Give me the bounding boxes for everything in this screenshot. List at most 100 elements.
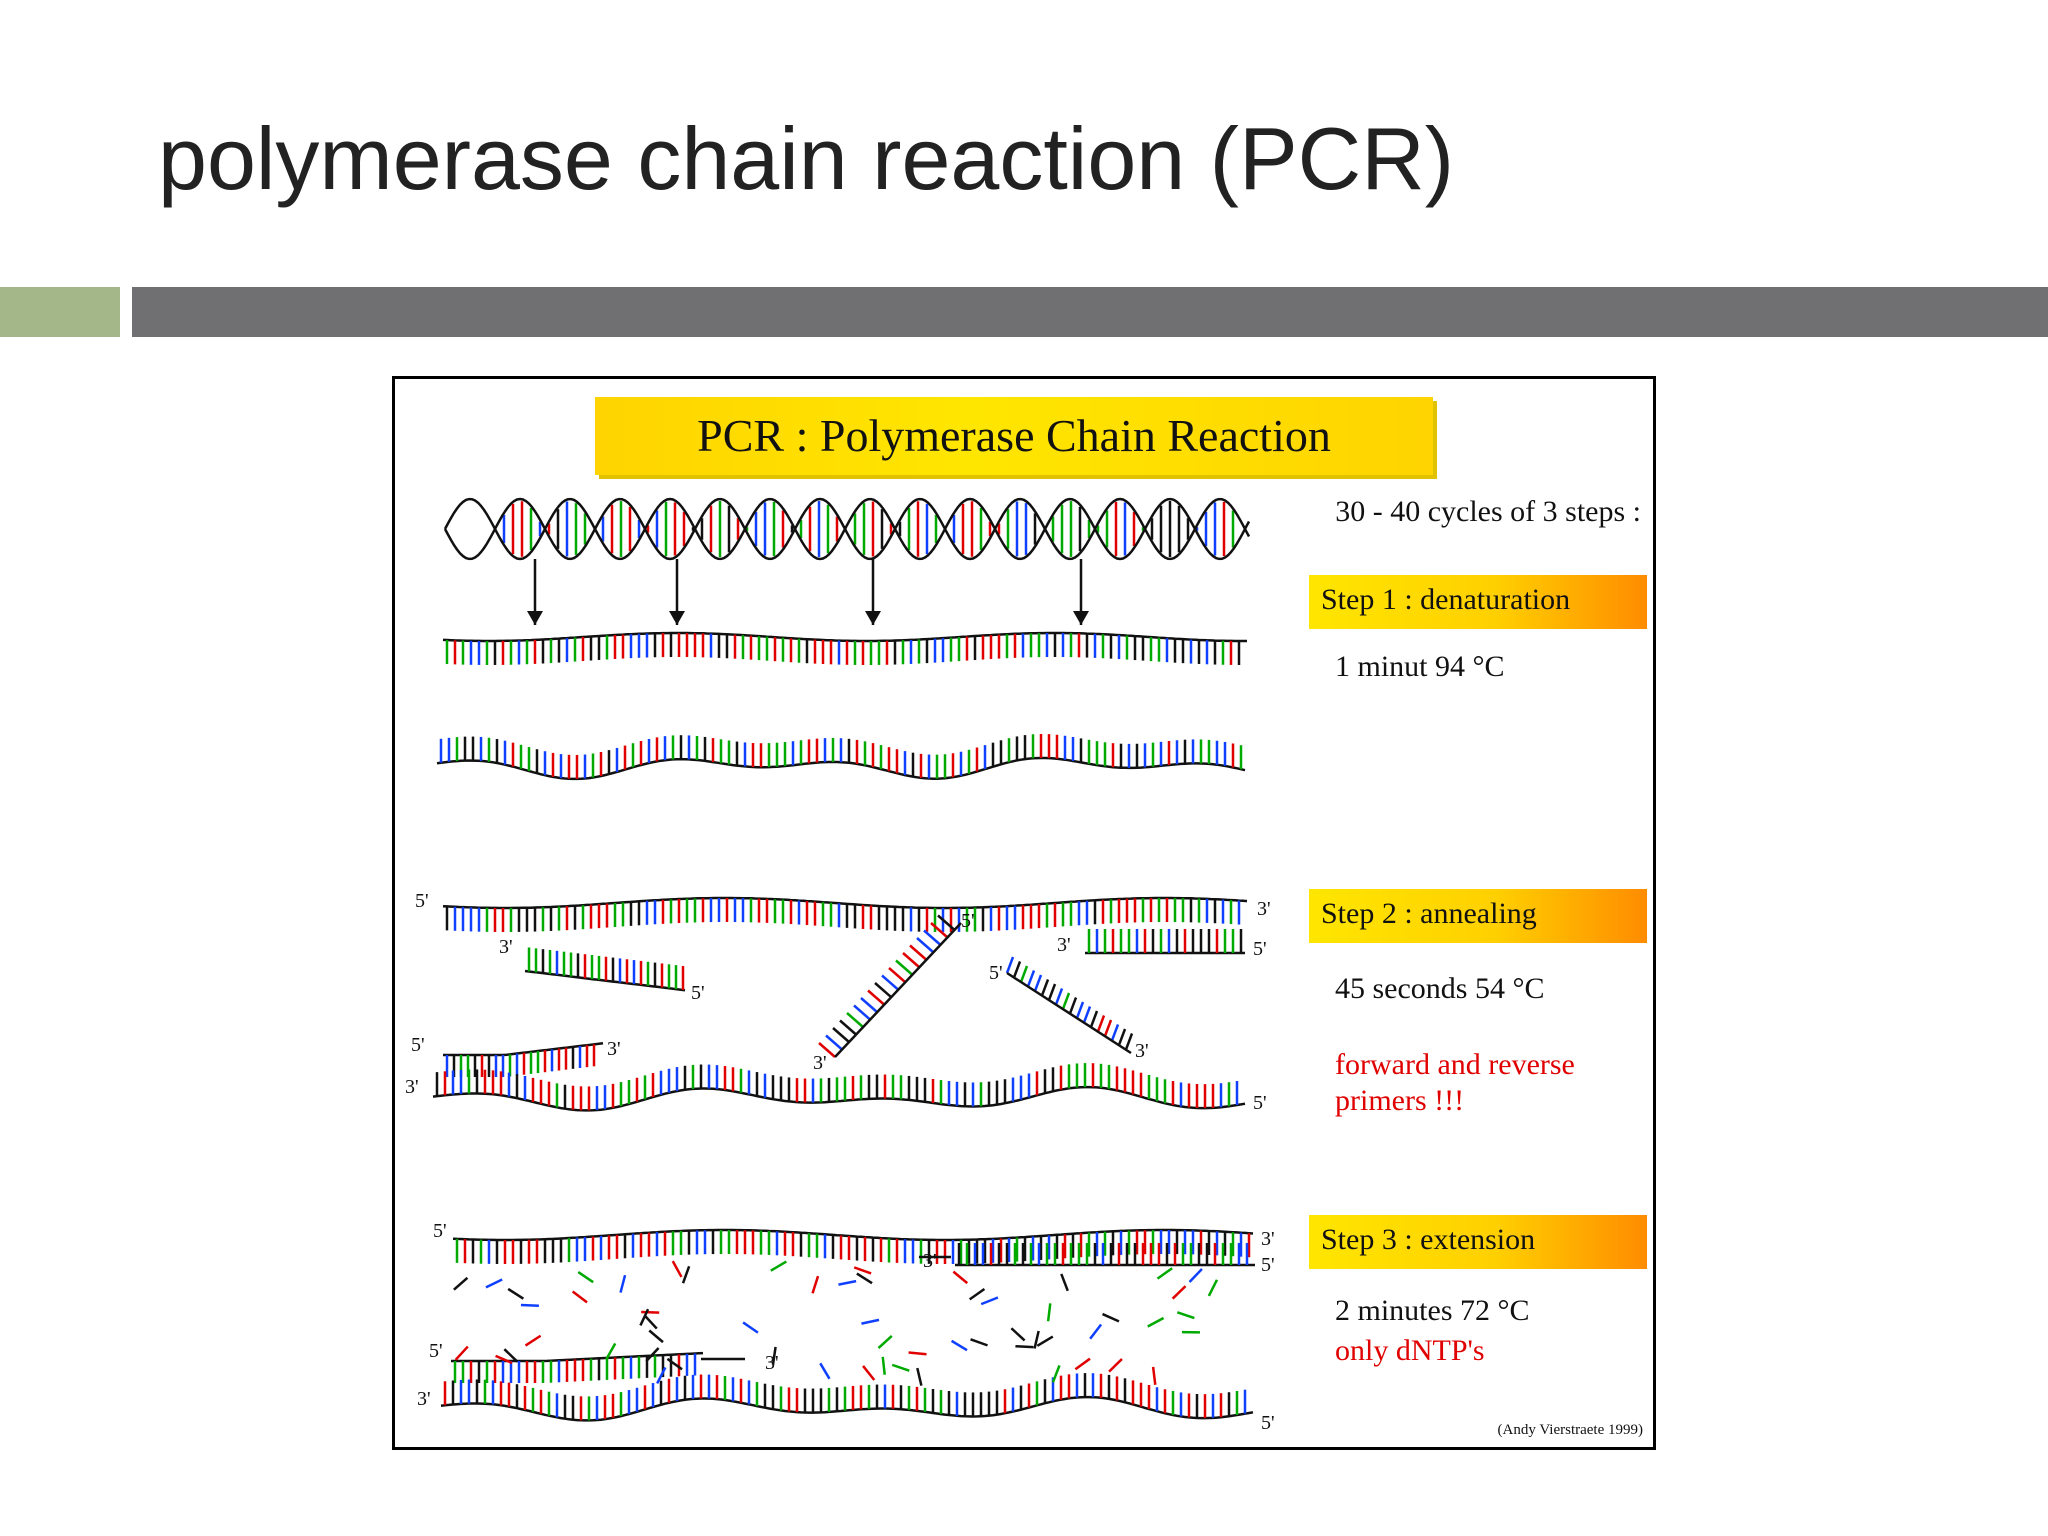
primer-base-tick <box>1110 1024 1120 1041</box>
free-nucleotide <box>771 1346 777 1365</box>
free-nucleotide <box>1051 1365 1061 1383</box>
free-nucleotide <box>666 1357 683 1371</box>
primer-base-tick <box>1026 970 1036 987</box>
free-nucleotide <box>980 1296 999 1306</box>
primer-base-tick <box>818 1042 836 1058</box>
free-nucleotide <box>1074 1357 1091 1371</box>
strand-end-label: 3' <box>499 936 513 958</box>
primer-base-tick <box>909 944 927 961</box>
free-nucleotide <box>1188 1268 1203 1283</box>
dna-diagram: 5'3'3'5'3'5'5'3'3'5'3'5'5'3'5'3'3'5'5'3'… <box>405 497 1275 1434</box>
primer-base-tick <box>1054 988 1064 1005</box>
free-nucleotide <box>916 1367 923 1386</box>
step-3-label: Step 3 : extension <box>1321 1223 1536 1256</box>
step-2-label: Step 2 : annealing <box>1321 897 1537 930</box>
free-nucleotide <box>819 1362 831 1380</box>
strand-backbone <box>451 1351 704 1363</box>
accent-bar-gray <box>132 287 2048 337</box>
free-nucleotide <box>495 1354 513 1365</box>
primer-base-tick <box>1124 1033 1134 1050</box>
credit: (Andy Vierstraete 1999) <box>1497 1422 1643 1438</box>
primer-base-tick <box>1075 1001 1085 1019</box>
primer-base-tick <box>1040 979 1050 996</box>
free-nucleotide <box>641 1310 660 1314</box>
step-2-note-line-2: primers !!! <box>1335 1084 1465 1117</box>
strand-end-label: 5' <box>1261 1254 1275 1276</box>
free-nucleotide <box>861 1318 880 1325</box>
primer-base-tick <box>937 914 955 931</box>
primer-base-tick <box>832 1027 850 1043</box>
arrow-head-icon <box>527 611 543 625</box>
free-nucleotide <box>1015 1345 1034 1349</box>
free-nucleotide <box>1046 1303 1052 1322</box>
primer-base-tick <box>895 959 913 976</box>
free-nucleotide <box>453 1276 469 1291</box>
primer-base-tick <box>1019 965 1029 983</box>
free-nucleotide <box>485 1278 503 1289</box>
free-nucleotide <box>742 1321 759 1334</box>
step-2-box: Step 2 : annealing <box>1309 889 1647 943</box>
strand-end-label: 3' <box>607 1038 621 1060</box>
free-nucleotide <box>645 1347 660 1362</box>
arrow-head-icon <box>669 611 685 625</box>
free-nucleotide <box>970 1338 988 1347</box>
strand-end-label: 3' <box>923 1250 937 1272</box>
strand-end-label: 5' <box>691 982 705 1004</box>
step-1-label: Step 1 : denaturation <box>1321 583 1571 616</box>
free-nucleotide <box>950 1339 968 1352</box>
arrow-head-icon <box>865 611 881 625</box>
figure-title: PCR : Polymerase Chain Reaction <box>697 410 1331 461</box>
free-nucleotide <box>1151 1366 1157 1385</box>
free-nucleotide <box>656 1366 667 1384</box>
free-nucleotide <box>648 1329 664 1344</box>
strand-end-label: 3' <box>1057 934 1071 956</box>
free-nucleotide <box>577 1271 594 1284</box>
step-2-conditions: 45 seconds 54 °C <box>1335 972 1545 1005</box>
free-nucleotide <box>908 1351 927 1356</box>
primer-base-tick <box>853 1004 871 1021</box>
primer-base-tick <box>1033 974 1043 992</box>
primer-base-tick <box>1012 961 1022 978</box>
primer-base-tick <box>1005 956 1015 974</box>
free-nucleotide <box>507 1287 525 1300</box>
free-nucleotide <box>454 1345 469 1361</box>
strand-end-label: 5' <box>961 910 975 932</box>
free-nucleotide <box>811 1275 820 1294</box>
strand-end-label: 5' <box>415 890 429 912</box>
free-nucleotide <box>1060 1273 1069 1292</box>
strand-end-label: 5' <box>433 1220 447 1242</box>
step-3-conditions: 2 minutes 72 °C <box>1335 1294 1530 1327</box>
free-nucleotide <box>619 1274 627 1293</box>
slide-title: polymerase chain reaction (PCR) <box>158 109 1455 208</box>
strand-backbone <box>436 756 1246 781</box>
free-nucleotide <box>877 1335 893 1349</box>
free-nucleotide <box>862 1365 876 1381</box>
primer-base-tick <box>846 1012 864 1028</box>
free-nucleotide <box>503 1348 519 1363</box>
free-nucleotide <box>856 1272 873 1285</box>
primer-base-tick <box>867 989 885 1006</box>
strand-end-label: 3' <box>405 1076 419 1098</box>
free-nucleotide <box>671 1260 683 1278</box>
primer-base-tick <box>839 1019 857 1036</box>
free-nucleotide <box>1033 1330 1040 1349</box>
free-nucleotide <box>1147 1316 1165 1328</box>
strand-backbone <box>440 1395 1254 1422</box>
strand-end-label: 3' <box>1135 1040 1149 1062</box>
primer-base-tick <box>1096 1015 1106 1032</box>
strand-end-label: 5' <box>1253 938 1267 960</box>
free-nucleotide <box>1108 1358 1123 1373</box>
free-nucleotide <box>1010 1327 1026 1342</box>
primer-base-tick <box>1082 1006 1092 1023</box>
free-nucleotide <box>770 1260 787 1272</box>
free-nucleotide <box>643 1314 658 1330</box>
step-1-conditions: 1 minut 94 °C <box>1335 650 1505 683</box>
strand-end-label: 3' <box>813 1052 827 1074</box>
primer-base-tick <box>1117 1028 1127 1046</box>
free-nucleotide <box>520 1303 539 1307</box>
strand-end-label: 3' <box>1261 1228 1275 1250</box>
accent-bar-green <box>0 287 120 337</box>
primer-base-tick <box>1089 1010 1099 1028</box>
free-nucleotide <box>639 1308 650 1326</box>
primer-base-tick <box>1061 992 1071 1010</box>
